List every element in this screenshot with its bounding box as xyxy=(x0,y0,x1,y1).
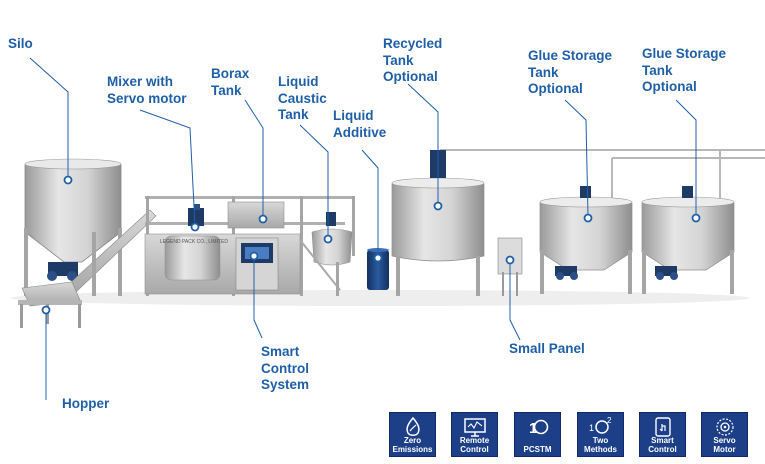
pcs-logo-icon: 1 xyxy=(529,419,549,437)
badge-label: Zero Emissions xyxy=(392,436,433,454)
badge-servo-motor: Servo Motor xyxy=(701,412,748,457)
silo xyxy=(24,158,122,296)
label-small-panel: Small Panel xyxy=(509,341,585,356)
svg-text:2: 2 xyxy=(607,416,612,425)
two-methods-icon: 1 2 xyxy=(589,416,612,434)
label-glue-storage-1: Glue Storage Tank Optional xyxy=(528,48,613,96)
badge-label: Servo Motor xyxy=(713,436,736,454)
label-mixer: Mixer with Servo motor xyxy=(107,74,187,106)
svg-text:1: 1 xyxy=(589,423,594,433)
monitor-icon xyxy=(464,418,486,437)
hopper xyxy=(18,281,82,328)
label-hopper: Hopper xyxy=(62,396,110,411)
machine-plate-text: LEGEND PACK CO., LIMITED xyxy=(160,239,228,245)
label-borax-tank: Borax Tank xyxy=(211,66,250,98)
badge-remote-control: Remote Control xyxy=(451,412,498,457)
label-caustic-tank: Liquid Caustic Tank xyxy=(278,74,327,122)
badge-label: Two Methods xyxy=(584,436,617,454)
badge-two-methods: 1 2 Two Methods xyxy=(577,412,624,457)
badge-label: Remote Control xyxy=(459,436,490,454)
servo-gear-icon xyxy=(716,418,734,436)
glue-storage-tank-2 xyxy=(641,186,735,294)
label-glue-storage-2: Glue Storage Tank Optional xyxy=(642,46,727,94)
label-smart-control: Smart Control System xyxy=(261,344,310,392)
badge-zero-emissions: Zero Emissions xyxy=(389,412,436,457)
touch-hand-icon xyxy=(655,417,671,437)
label-recycled-tank: Recycled Tank Optional xyxy=(383,36,443,84)
marker-dots xyxy=(41,175,701,315)
overhead-pipes xyxy=(440,149,765,200)
badge-pcstm: 1 PCSTM xyxy=(514,412,561,457)
additive-drum xyxy=(367,248,389,290)
leader-lines xyxy=(29,57,697,400)
smart-control-cabinet xyxy=(235,237,279,291)
badge-label: Smart Control xyxy=(648,436,677,454)
label-liquid-additive: Liquid Additive xyxy=(333,108,387,140)
leaf-drop-icon xyxy=(406,416,420,436)
badge-smart-control: Smart Control xyxy=(639,412,686,457)
label-silo: Silo xyxy=(8,36,33,51)
svg-text:1: 1 xyxy=(529,420,537,437)
caustic-tank xyxy=(299,212,353,296)
glue-storage-tank-1 xyxy=(539,186,633,294)
badge-label: PCSTM xyxy=(523,445,552,454)
